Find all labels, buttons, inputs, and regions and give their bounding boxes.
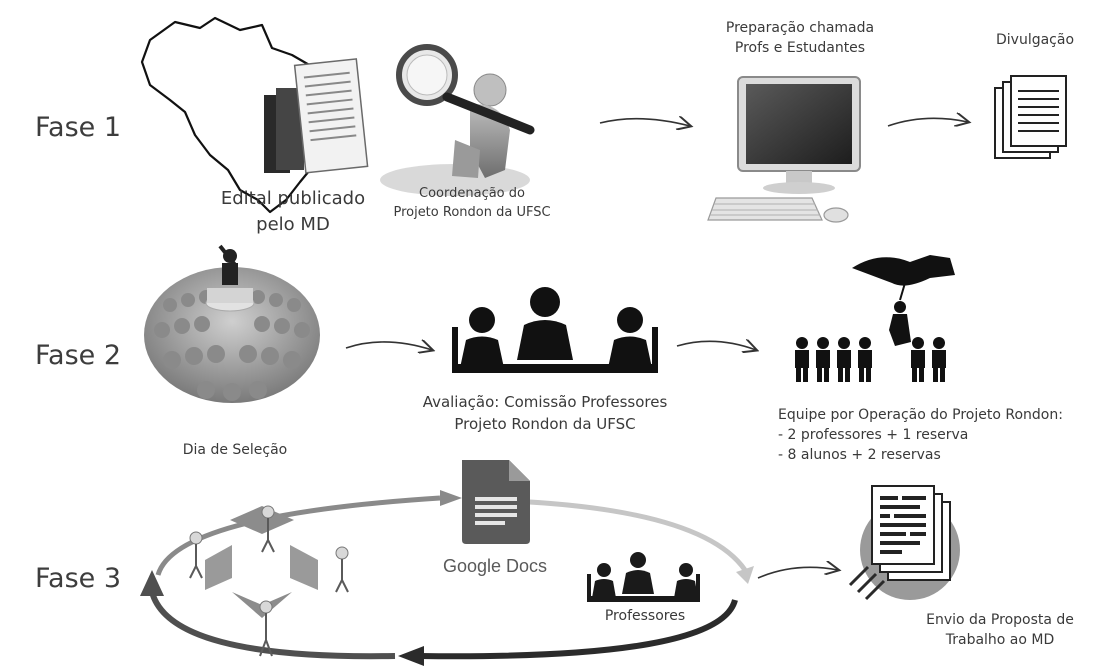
phase-label-3: Fase 3: [35, 563, 122, 594]
professors-meeting-icon: [587, 552, 700, 602]
phase-label-1: Fase 1: [35, 112, 122, 143]
teamwork-puzzle-icon: [189, 505, 349, 657]
cycle-arrows: [140, 490, 754, 666]
caption-google-docs: Google Docs: [442, 556, 548, 576]
documents-icon: [994, 75, 1067, 159]
caption-edital: Edital publicado pelo MD: [208, 186, 378, 238]
caption-coordenacao-line1: Coordenação do: [419, 186, 525, 201]
caption-coordenacao-line2: Projeto Rondon da UFSC: [393, 205, 551, 220]
caption-equipe-title: Equipe por Operação do Projeto Rondon:: [778, 407, 1063, 423]
caption-avaliacao-line1: Avaliação: Comissão Professores: [422, 393, 668, 411]
caption-preparacao: Preparação chamada Profs e Estudantes: [690, 18, 910, 58]
caption-coordenacao: Coordenação do Projeto Rondon da UFSC: [382, 184, 562, 222]
team-selection-icon: [795, 255, 955, 382]
caption-edital-line2: pelo MD: [256, 214, 330, 235]
google-docs-icon: [462, 460, 530, 544]
caption-preparacao-line1: Preparação chamada: [725, 20, 875, 36]
caption-envio-line1: Envio da Proposta de: [926, 612, 1074, 628]
caption-envio: Envio da Proposta de Trabalho ao MD: [900, 610, 1100, 650]
crowd-selection-icon: [144, 244, 320, 403]
caption-professores: Professores: [604, 608, 686, 624]
computer-icon: [707, 76, 861, 223]
phase-label-2: Fase 2: [35, 340, 122, 371]
caption-preparacao-line2: Profs e Estudantes: [734, 40, 866, 56]
arrow-1b: [887, 118, 968, 126]
caption-avaliacao: Avaliação: Comissão Professores Projeto …: [400, 391, 690, 435]
arrow-3: [757, 567, 838, 579]
caption-equipe-item-1: - 2 professores + 1 reserva: [778, 427, 969, 443]
caption-equipe-item-2: - 8 alunos + 2 reservas: [778, 447, 941, 463]
newspaper-folder-icon: [264, 58, 369, 174]
caption-envio-line2: Trabalho ao MD: [945, 632, 1055, 648]
caption-equipe: Equipe por Operação do Projeto Rondon: -…: [778, 405, 1116, 465]
caption-divulgacao: Divulgação: [995, 32, 1075, 48]
meeting-group-icon: [452, 287, 658, 373]
caption-dia-selecao: Dia de Seleção: [182, 442, 288, 458]
caption-edital-line1: Edital publicado: [220, 188, 366, 209]
arrow-2b: [676, 341, 756, 350]
magnifier-person-icon: [380, 44, 535, 196]
caption-avaliacao-line2: Projeto Rondon da UFSC: [454, 415, 636, 433]
proposal-documents-icon: [848, 485, 960, 601]
arrow-1a: [599, 119, 690, 126]
arrow-2a: [345, 342, 432, 350]
